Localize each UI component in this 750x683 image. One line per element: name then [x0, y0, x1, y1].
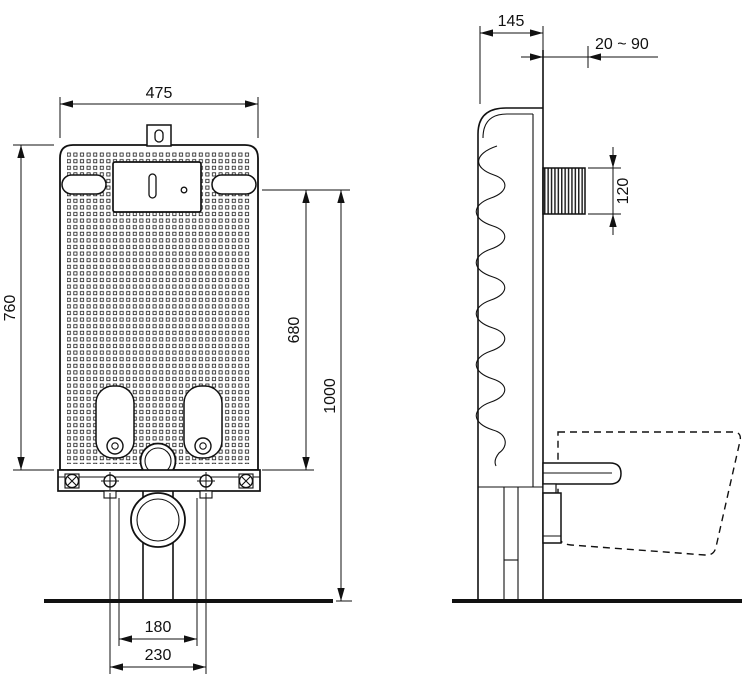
flush-plate-box [542, 167, 586, 215]
dimension-fixing-inner: 180 [118, 498, 198, 646]
dimension-label: 680 [286, 317, 303, 344]
front-view: 475 760 680 1000 180 [2, 85, 352, 674]
cistern-top-curve-inner [482, 113, 533, 139]
anchor-bolt-left-cross [67, 476, 77, 486]
arch-cutout-right [183, 385, 223, 459]
service-opening-hole [180, 186, 188, 194]
bolt-hole-right-inner [199, 442, 207, 450]
dimension-label: 145 [498, 13, 525, 30]
dimension-label: 475 [146, 85, 173, 102]
toilet-bowl-dashed [557, 431, 742, 556]
dimension-label: 120 [615, 178, 632, 205]
anchor-bolt-right-cross [241, 476, 251, 486]
bowl-bracket-step [542, 483, 557, 494]
dimension-width: 475 [59, 85, 259, 138]
dimension-height-inner: 680 [262, 189, 350, 471]
top-tab-slot [154, 129, 164, 143]
dimension-label: 1000 [322, 378, 339, 414]
service-opening-slot [148, 173, 157, 199]
dimension-label: 230 [145, 647, 172, 664]
service-opening [112, 161, 202, 213]
dimension-plate-height: 120 [588, 147, 632, 235]
cistern-top-curve [477, 107, 543, 135]
dimension-height-left: 760 [2, 144, 54, 471]
dimension-label: 180 [145, 619, 172, 636]
mounting-bracket [57, 469, 261, 492]
bolt-hole-right [194, 437, 212, 455]
side-view: 145 20 ~ 90 120 [452, 13, 742, 603]
dimension-label: 760 [2, 295, 19, 322]
pipe-elbow [130, 492, 186, 548]
dimension-height-overall: 1000 [322, 190, 352, 602]
bolt-hole-left [106, 437, 124, 455]
dimension-label: 20 ~ 90 [595, 36, 649, 53]
fixing-bolt-left-cross [101, 472, 119, 490]
bolt-hole-left-inner [111, 442, 119, 450]
dimension-wall-adjust: 20 ~ 90 [521, 36, 658, 68]
dimension-fixing-outer: 230 [109, 493, 207, 674]
pipe-elbow-inner [136, 498, 180, 542]
hanger-slot-left [61, 174, 107, 195]
dimension-depth: 145 [479, 13, 544, 104]
fixing-bolt-right-cross [197, 472, 215, 490]
cistern-profile-wave [475, 145, 506, 467]
outlet-connector [542, 492, 562, 544]
hanger-slot-right [211, 174, 257, 195]
arch-cutout-left [95, 385, 135, 459]
